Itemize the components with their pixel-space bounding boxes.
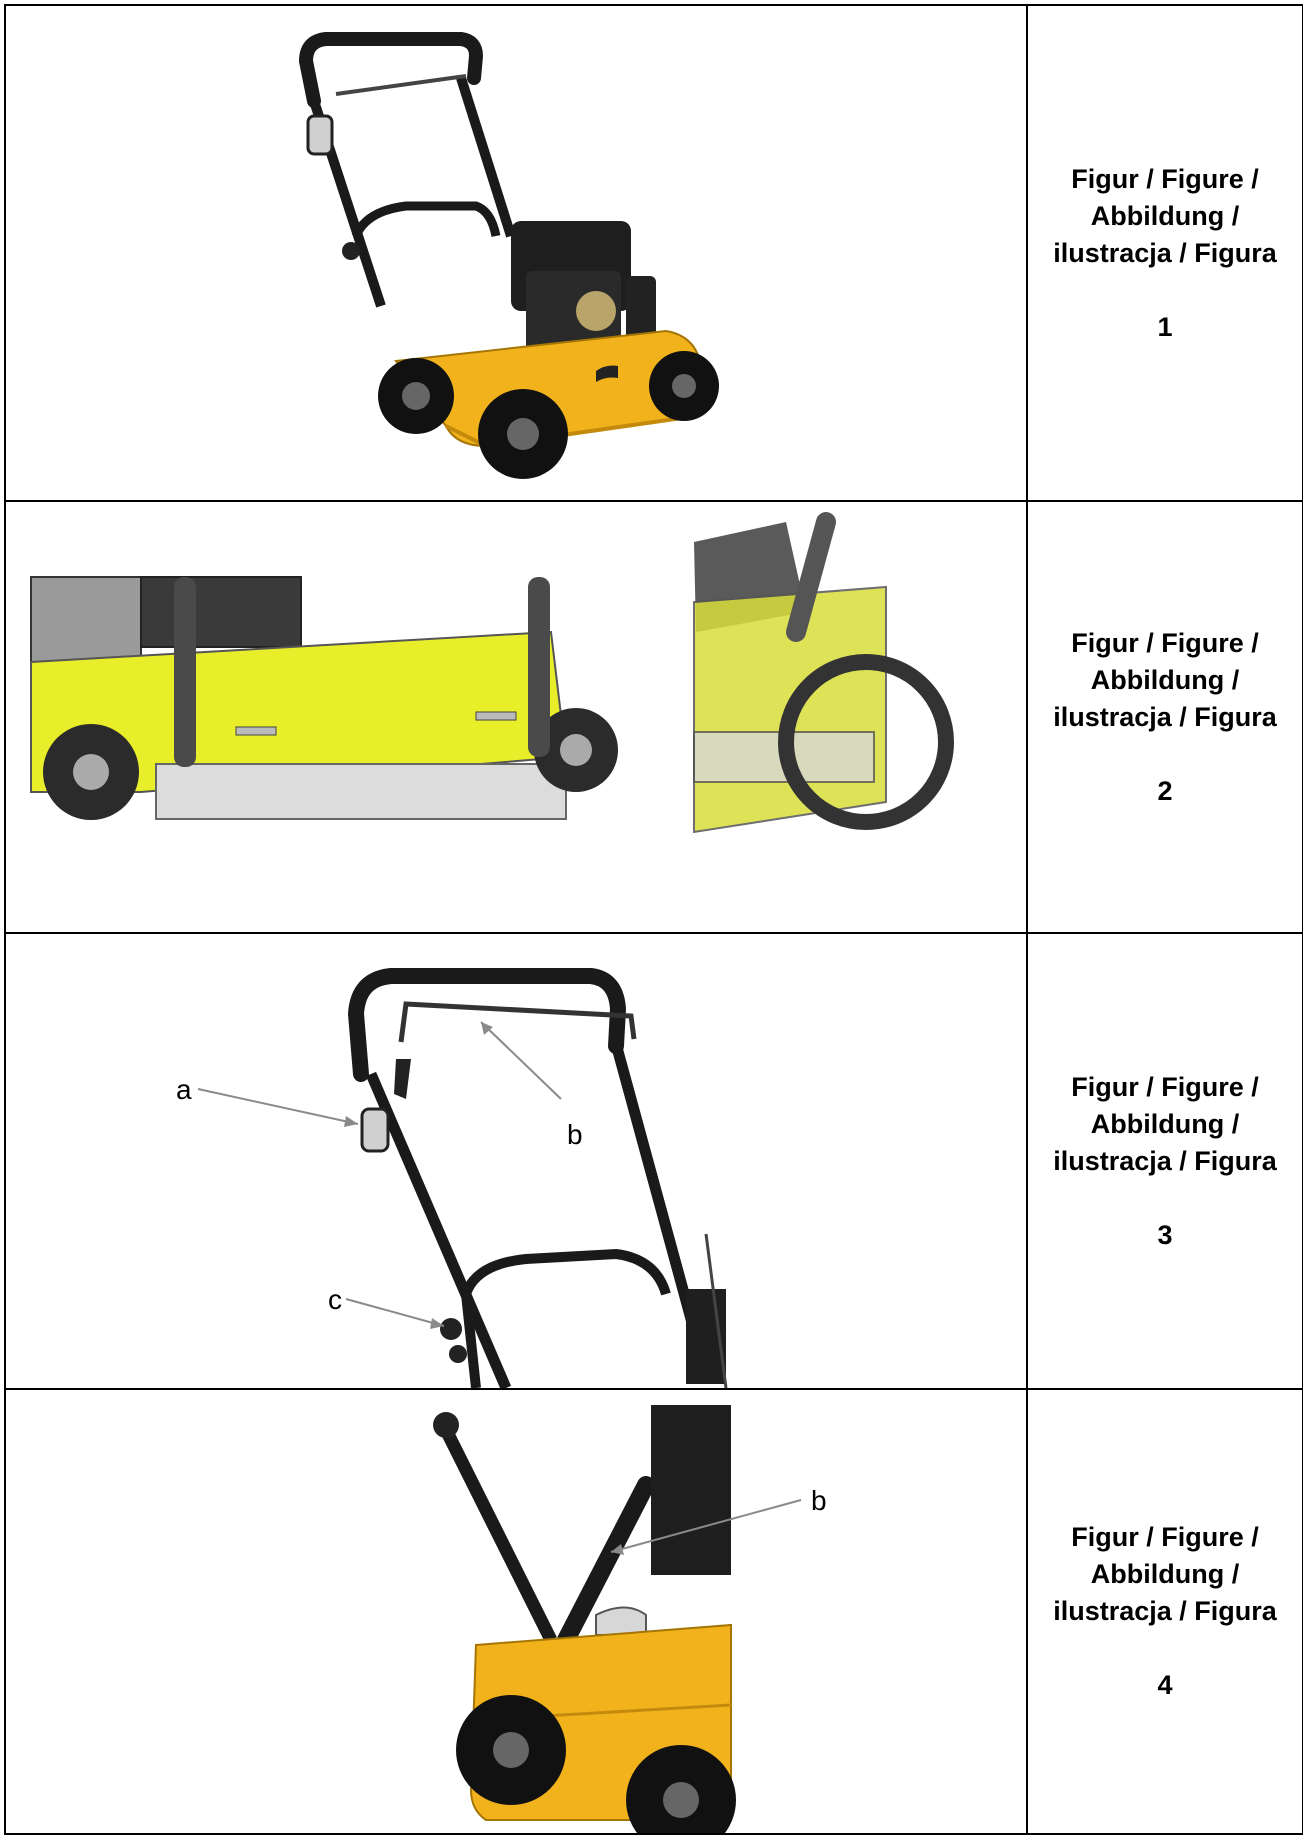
callout-c: c [328, 1284, 342, 1315]
figure-table: Figur / Figure / Abbildung / ilustracja … [4, 4, 1303, 1835]
figure-number: 3 [1157, 1219, 1173, 1250]
figure-2-label: Figur / Figure / Abbildung / ilustracja … [1026, 500, 1303, 934]
figure-2-image [4, 500, 1028, 934]
figure-4-image: b [4, 1388, 1028, 1835]
figure-caption: Figur / Figure / Abbildung / ilustracja … [1053, 163, 1277, 268]
callout-a: a [176, 1074, 192, 1105]
figure-3-image: a b c [4, 932, 1028, 1390]
figure-caption: Figur / Figure / Abbildung / ilustracja … [1053, 1522, 1277, 1626]
figure-1-label: Figur / Figure / Abbildung / ilustracja … [1026, 4, 1303, 502]
figure-row-3: a b c Figur / Figure / Abbildung / ilust… [4, 932, 1303, 1390]
height-adjust-illustration: b [433, 1405, 827, 1833]
deck-drawing-illustration [30, 512, 954, 834]
figure-row-2: Figur / Figure / Abbildung / ilustracja … [4, 500, 1303, 934]
callout-b: b [811, 1485, 827, 1516]
figure-row-4: b Figur / Figure / Abbildung / ilustracj… [4, 1388, 1303, 1835]
figure-number: 2 [1157, 775, 1173, 806]
callout-b: b [567, 1119, 583, 1150]
handle-illustration: a b c [176, 968, 728, 1388]
figure-3-label: Figur / Figure / Abbildung / ilustracja … [1026, 932, 1303, 1390]
figure-caption: Figur / Figure / Abbildung / ilustracja … [1053, 627, 1277, 732]
figure-number: 4 [1157, 1670, 1173, 1700]
figure-row-1: Figur / Figure / Abbildung / ilustracja … [4, 4, 1303, 502]
figure-4-label: Figur / Figure / Abbildung / ilustracja … [1026, 1388, 1303, 1835]
figure-1-image [4, 4, 1028, 502]
scarifier-illustration [298, 32, 719, 479]
figure-number: 1 [1157, 311, 1173, 342]
figure-caption: Figur / Figure / Abbildung / ilustracja … [1053, 1071, 1277, 1176]
